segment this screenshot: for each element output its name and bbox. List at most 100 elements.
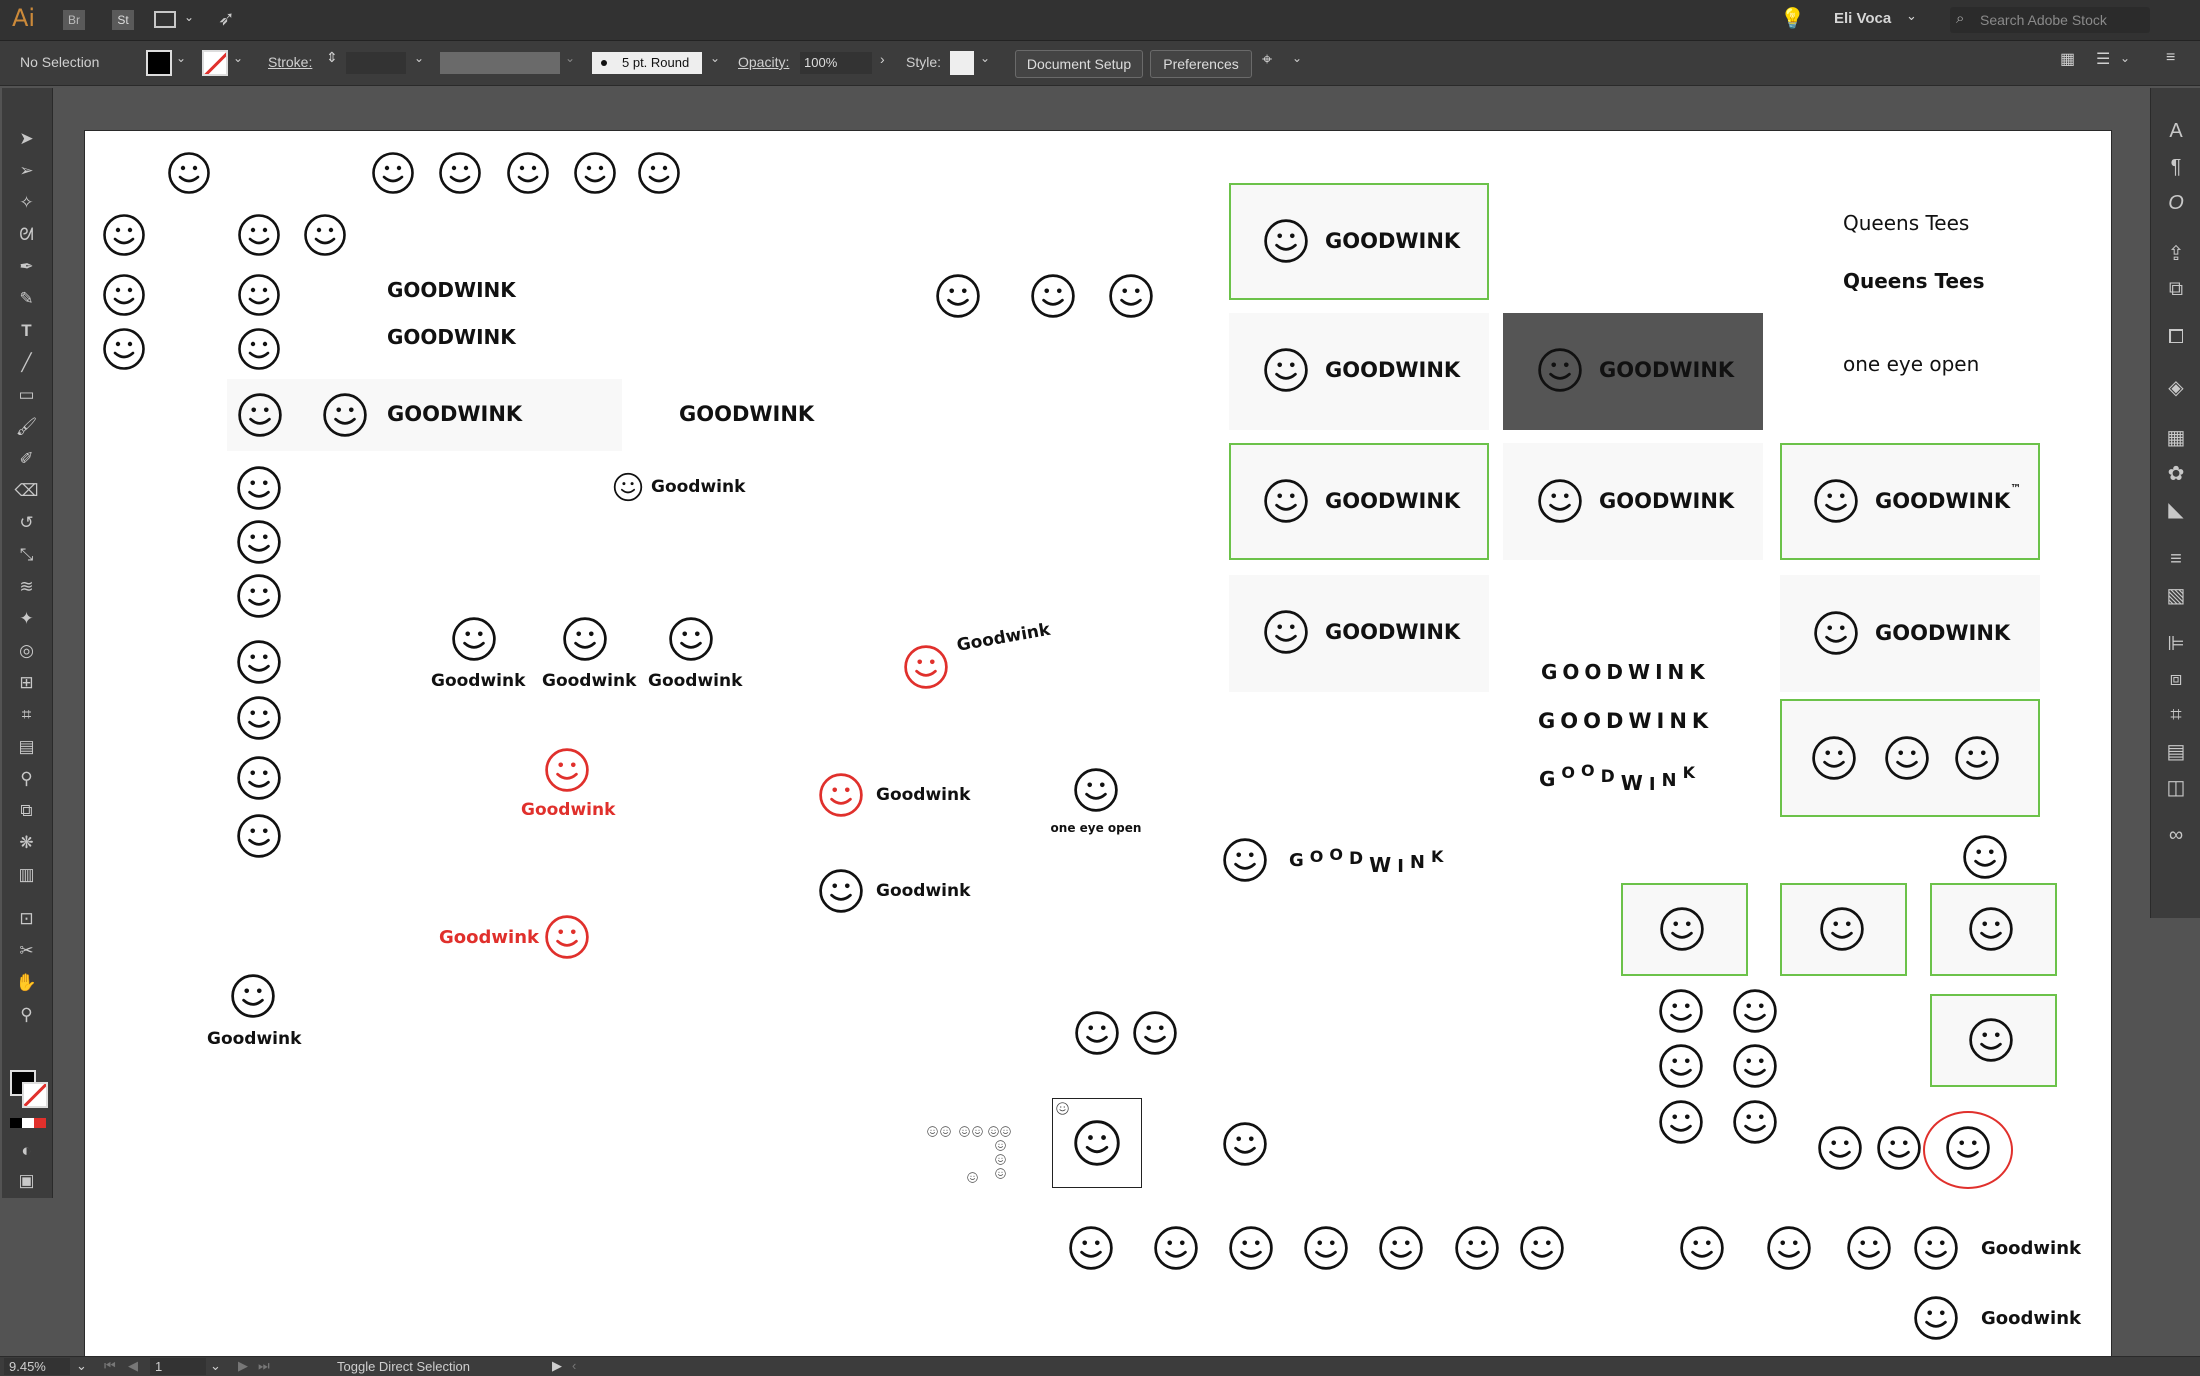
smiley-icon[interactable] xyxy=(1222,1121,1268,1167)
scroll-left-icon[interactable]: ‹ xyxy=(572,1358,577,1373)
curvature-icon[interactable]: ✎ xyxy=(19,288,34,308)
logo-lockup[interactable]: GOODWINK xyxy=(1537,478,1734,524)
smiley-icon[interactable] xyxy=(1073,767,1119,813)
stock-search[interactable]: ⌕ Search Adobe Stock xyxy=(1950,7,2150,33)
smiley-icon[interactable] xyxy=(236,695,282,741)
panel-options-icon[interactable]: ☰ xyxy=(2096,51,2111,68)
user-name[interactable]: Eli Voca xyxy=(1834,10,1892,27)
chevron-down-icon[interactable]: ⌄ xyxy=(184,10,195,24)
smiley-icon[interactable] xyxy=(236,813,282,859)
logo-lockup[interactable]: GOODWINK xyxy=(1263,218,1460,264)
opacity-label[interactable]: Opacity: xyxy=(738,54,790,70)
tiny-smiley-icon[interactable] xyxy=(995,1166,1006,1179)
icon-box[interactable] xyxy=(1930,883,2057,976)
logo-box[interactable] xyxy=(1229,313,1489,430)
blend-icon[interactable]: ⧉ xyxy=(20,800,33,820)
logo-lockup[interactable]: GOODWINK xyxy=(1813,610,2010,656)
smiley-icon[interactable] xyxy=(102,273,146,317)
next-artboard-icon[interactable]: ▶ xyxy=(238,1358,248,1373)
smiley-icon[interactable] xyxy=(544,747,590,793)
smiley-icon[interactable] xyxy=(637,151,681,195)
smiley-icon[interactable] xyxy=(1073,1119,1121,1167)
smiley-icon[interactable] xyxy=(573,151,617,195)
chevron-down-icon[interactable]: ⌄ xyxy=(2120,51,2131,65)
smiley-icon[interactable] xyxy=(1153,1225,1199,1271)
gradient-panel-icon[interactable]: ▧ xyxy=(2166,584,2186,607)
smiley-icon[interactable] xyxy=(236,519,282,565)
perspective-icon[interactable]: ⊞ xyxy=(19,672,34,692)
stroke-swatch[interactable] xyxy=(202,50,228,76)
smiley-icon[interactable] xyxy=(1732,1099,1778,1145)
smiley-icon[interactable] xyxy=(1228,1225,1274,1271)
logo-box[interactable] xyxy=(1229,183,1489,300)
smiley-icon[interactable] xyxy=(935,273,981,319)
character-icon[interactable]: A xyxy=(2169,119,2183,142)
smiley-icon[interactable] xyxy=(1954,735,2000,781)
brushes-icon[interactable]: ✿ xyxy=(2167,462,2185,485)
logo-box[interactable] xyxy=(1780,443,2040,560)
rectangle-icon[interactable]: ▭ xyxy=(18,384,35,404)
previous-artboard-icon[interactable]: ◀ xyxy=(128,1358,138,1373)
smiley-icon[interactable] xyxy=(544,914,590,960)
smiley-icon[interactable] xyxy=(1658,1099,1704,1145)
smiley-icon[interactable] xyxy=(562,616,608,662)
lasso-icon[interactable]: ᘛ xyxy=(19,224,34,244)
smiley-icon[interactable] xyxy=(167,151,211,195)
align-target-icon[interactable]: ⌖ xyxy=(1262,49,1273,69)
direct-selection-icon[interactable]: ➢ xyxy=(19,160,34,180)
smiley-icon[interactable] xyxy=(371,151,415,195)
wordmark-spaced[interactable]: GOODWINK xyxy=(1538,709,1714,733)
wordmark[interactable]: Goodwink xyxy=(521,800,616,820)
variable-width-field[interactable] xyxy=(440,52,560,74)
user-chevron-icon[interactable]: ⌄ xyxy=(1906,8,1917,23)
tiny-smiley-icon[interactable] xyxy=(940,1124,951,1137)
blob-brush-icon[interactable]: ✐ xyxy=(19,448,34,468)
tagline[interactable]: one eye open xyxy=(1050,821,1142,835)
swatches-icon[interactable]: ▦ xyxy=(2166,426,2186,449)
smiley-icon[interactable] xyxy=(1679,1225,1725,1271)
first-artboard-icon[interactable]: ⏮ xyxy=(104,1358,116,1373)
chevron-down-icon[interactable]: ⌄ xyxy=(76,1358,87,1373)
tiny-smiley-icon[interactable] xyxy=(988,1124,999,1137)
text-sample[interactable]: Queens Tees xyxy=(1843,269,1985,293)
smiley-icon[interactable] xyxy=(236,465,282,511)
smiley-icon[interactable] xyxy=(102,327,146,371)
tiny-smiley-icon[interactable] xyxy=(995,1138,1006,1151)
align-icon[interactable]: ⊫ xyxy=(2167,632,2185,655)
stock-button[interactable]: St xyxy=(112,10,134,30)
wordmark[interactable]: Goodwink xyxy=(431,671,526,691)
arrange-grid-icon[interactable]: ▦ xyxy=(2060,51,2076,68)
lightbulb-icon[interactable]: 💡 xyxy=(1780,8,1805,30)
artboard-number-field[interactable]: 1 xyxy=(150,1358,206,1375)
logo-lockup[interactable]: GOODWINK xyxy=(1537,347,1734,393)
smiley-icon[interactable] xyxy=(303,213,347,257)
logo-lockup[interactable]: Goodwink xyxy=(1913,1225,2081,1271)
tiny-smiley-icon[interactable] xyxy=(995,1152,1006,1165)
brush-definition[interactable]: 5 pt. Round xyxy=(592,52,702,74)
smiley-icon[interactable] xyxy=(1030,273,1076,319)
smiley-icon[interactable] xyxy=(236,573,282,619)
logo-lockup[interactable]: Goodwink xyxy=(818,772,970,818)
gradient-icon[interactable]: ▤ xyxy=(18,736,35,756)
smiley-icon[interactable] xyxy=(451,616,497,662)
logo-lockup[interactable]: Goodwink xyxy=(1913,1295,2081,1341)
icon-box[interactable] xyxy=(1780,883,1907,976)
graphic-style-swatch[interactable] xyxy=(950,51,974,75)
gpu-rocket-icon[interactable]: ➶ xyxy=(218,8,235,30)
stroke-stepper-icon[interactable]: ⇕ xyxy=(326,49,338,65)
smiley-icon[interactable] xyxy=(322,392,368,438)
smiley-icon[interactable] xyxy=(506,151,550,195)
opacity-field[interactable]: 100% xyxy=(800,52,872,74)
line-icon[interactable]: ╱ xyxy=(21,352,32,372)
warp-icon[interactable]: ≋ xyxy=(19,576,34,596)
logo-box[interactable] xyxy=(1503,443,1763,560)
workspace-layout-icon[interactable] xyxy=(154,11,176,28)
tagline[interactable]: one eye open xyxy=(1843,352,1980,376)
wordmark[interactable]: Goodwink xyxy=(439,927,539,948)
hand-icon[interactable]: ✋ xyxy=(15,972,38,992)
chevron-down-icon[interactable]: ⌄ xyxy=(565,51,576,65)
scale-icon[interactable]: ⤡ xyxy=(19,544,34,564)
chevron-down-icon[interactable]: ⌄ xyxy=(233,51,244,65)
rotate-icon[interactable]: ↺ xyxy=(19,512,34,532)
symbol-sprayer-icon[interactable]: ❋ xyxy=(19,832,34,852)
